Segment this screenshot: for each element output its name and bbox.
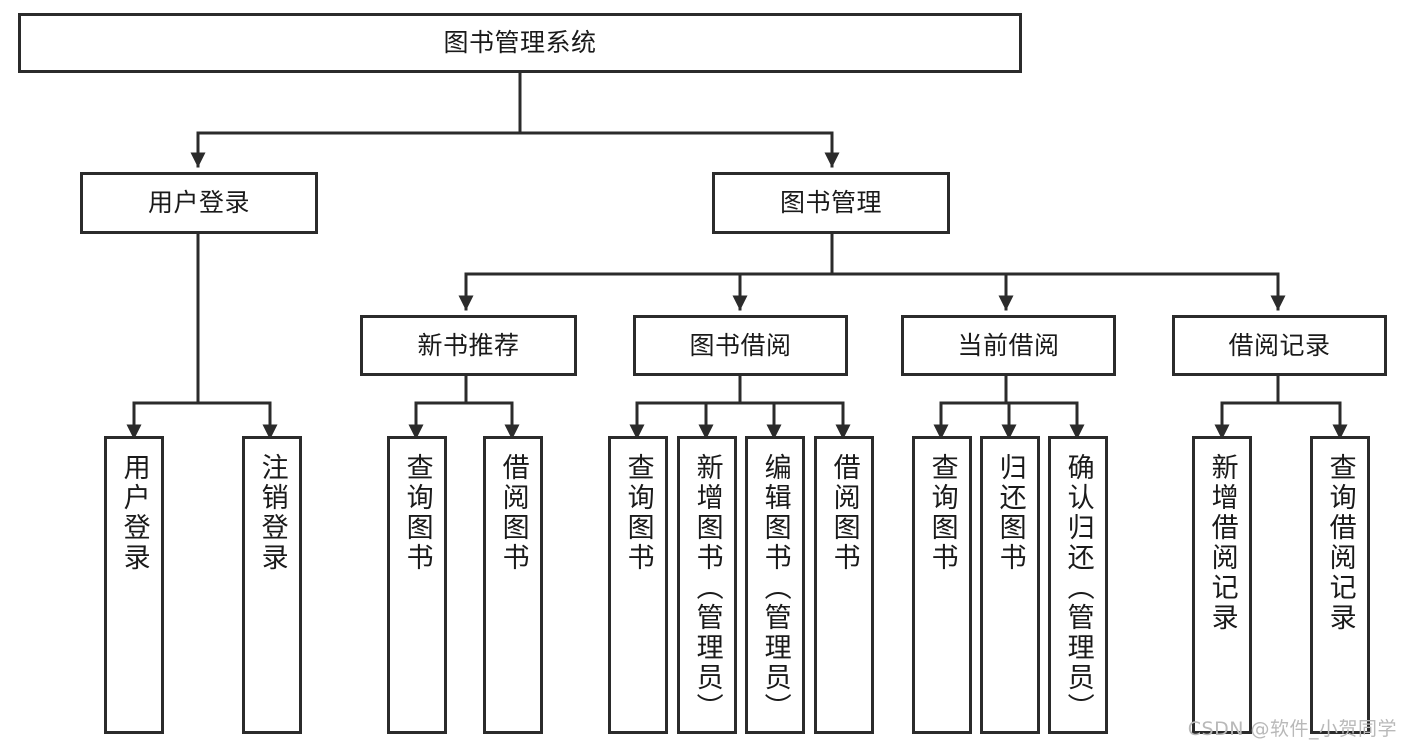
node-leaf-edit-book[interactable]: 编辑图书（管理员） xyxy=(745,436,805,734)
node-book-management-label: 图书管理 xyxy=(779,188,882,218)
node-book-borrow-label: 图书借阅 xyxy=(689,330,792,360)
node-leaf-edit-book-label: 编辑图书（管理员） xyxy=(759,453,791,723)
node-leaf-query-book-3-label: 查询图书 xyxy=(926,453,958,573)
node-root[interactable]: 图书管理系统 xyxy=(18,13,1022,73)
node-leaf-add-book[interactable]: 新增图书（管理员） xyxy=(677,436,737,734)
node-leaf-confirm-return[interactable]: 确认归还（管理员） xyxy=(1048,436,1108,734)
node-borrow-record[interactable]: 借阅记录 xyxy=(1172,315,1387,376)
node-user-login[interactable]: 用户登录 xyxy=(80,172,318,234)
node-leaf-user-login-label: 用户登录 xyxy=(118,453,150,573)
node-leaf-query-borrow-record[interactable]: 查询借阅记录 xyxy=(1310,436,1370,734)
node-book-borrow[interactable]: 图书借阅 xyxy=(633,315,848,376)
node-leaf-query-book-3[interactable]: 查询图书 xyxy=(912,436,972,734)
node-book-management[interactable]: 图书管理 xyxy=(712,172,950,234)
node-leaf-logout[interactable]: 注销登录 xyxy=(242,436,302,734)
node-leaf-add-borrow-record[interactable]: 新增借阅记录 xyxy=(1192,436,1252,734)
node-leaf-add-borrow-record-label: 新增借阅记录 xyxy=(1206,453,1238,633)
node-leaf-confirm-return-label: 确认归还（管理员） xyxy=(1062,453,1094,723)
node-leaf-add-book-label: 新增图书（管理员） xyxy=(691,453,723,723)
node-leaf-logout-label: 注销登录 xyxy=(256,453,288,573)
node-leaf-borrow-book-1-label: 借阅图书 xyxy=(497,453,529,573)
node-leaf-query-book-2-label: 查询图书 xyxy=(622,453,654,573)
node-current-borrow[interactable]: 当前借阅 xyxy=(901,315,1116,376)
node-leaf-query-borrow-record-label: 查询借阅记录 xyxy=(1324,453,1356,633)
node-leaf-return-book[interactable]: 归还图书 xyxy=(980,436,1040,734)
node-current-borrow-label: 当前借阅 xyxy=(957,330,1060,360)
node-user-login-label: 用户登录 xyxy=(147,188,250,218)
node-leaf-user-login[interactable]: 用户登录 xyxy=(104,436,164,734)
node-new-book-recommend-label: 新书推荐 xyxy=(417,330,520,360)
node-new-book-recommend[interactable]: 新书推荐 xyxy=(360,315,577,376)
node-leaf-query-book-2[interactable]: 查询图书 xyxy=(608,436,668,734)
node-leaf-return-book-label: 归还图书 xyxy=(994,453,1026,573)
node-leaf-borrow-book-2[interactable]: 借阅图书 xyxy=(814,436,874,734)
node-borrow-record-label: 借阅记录 xyxy=(1228,330,1331,360)
node-leaf-query-book-1[interactable]: 查询图书 xyxy=(387,436,447,734)
csdn-watermark: CSDN @软件_小贺同学 xyxy=(1187,718,1397,740)
node-leaf-query-book-1-label: 查询图书 xyxy=(401,453,433,573)
node-leaf-borrow-book-1[interactable]: 借阅图书 xyxy=(483,436,543,734)
node-root-label: 图书管理系统 xyxy=(443,28,597,58)
node-leaf-borrow-book-2-label: 借阅图书 xyxy=(828,453,860,573)
